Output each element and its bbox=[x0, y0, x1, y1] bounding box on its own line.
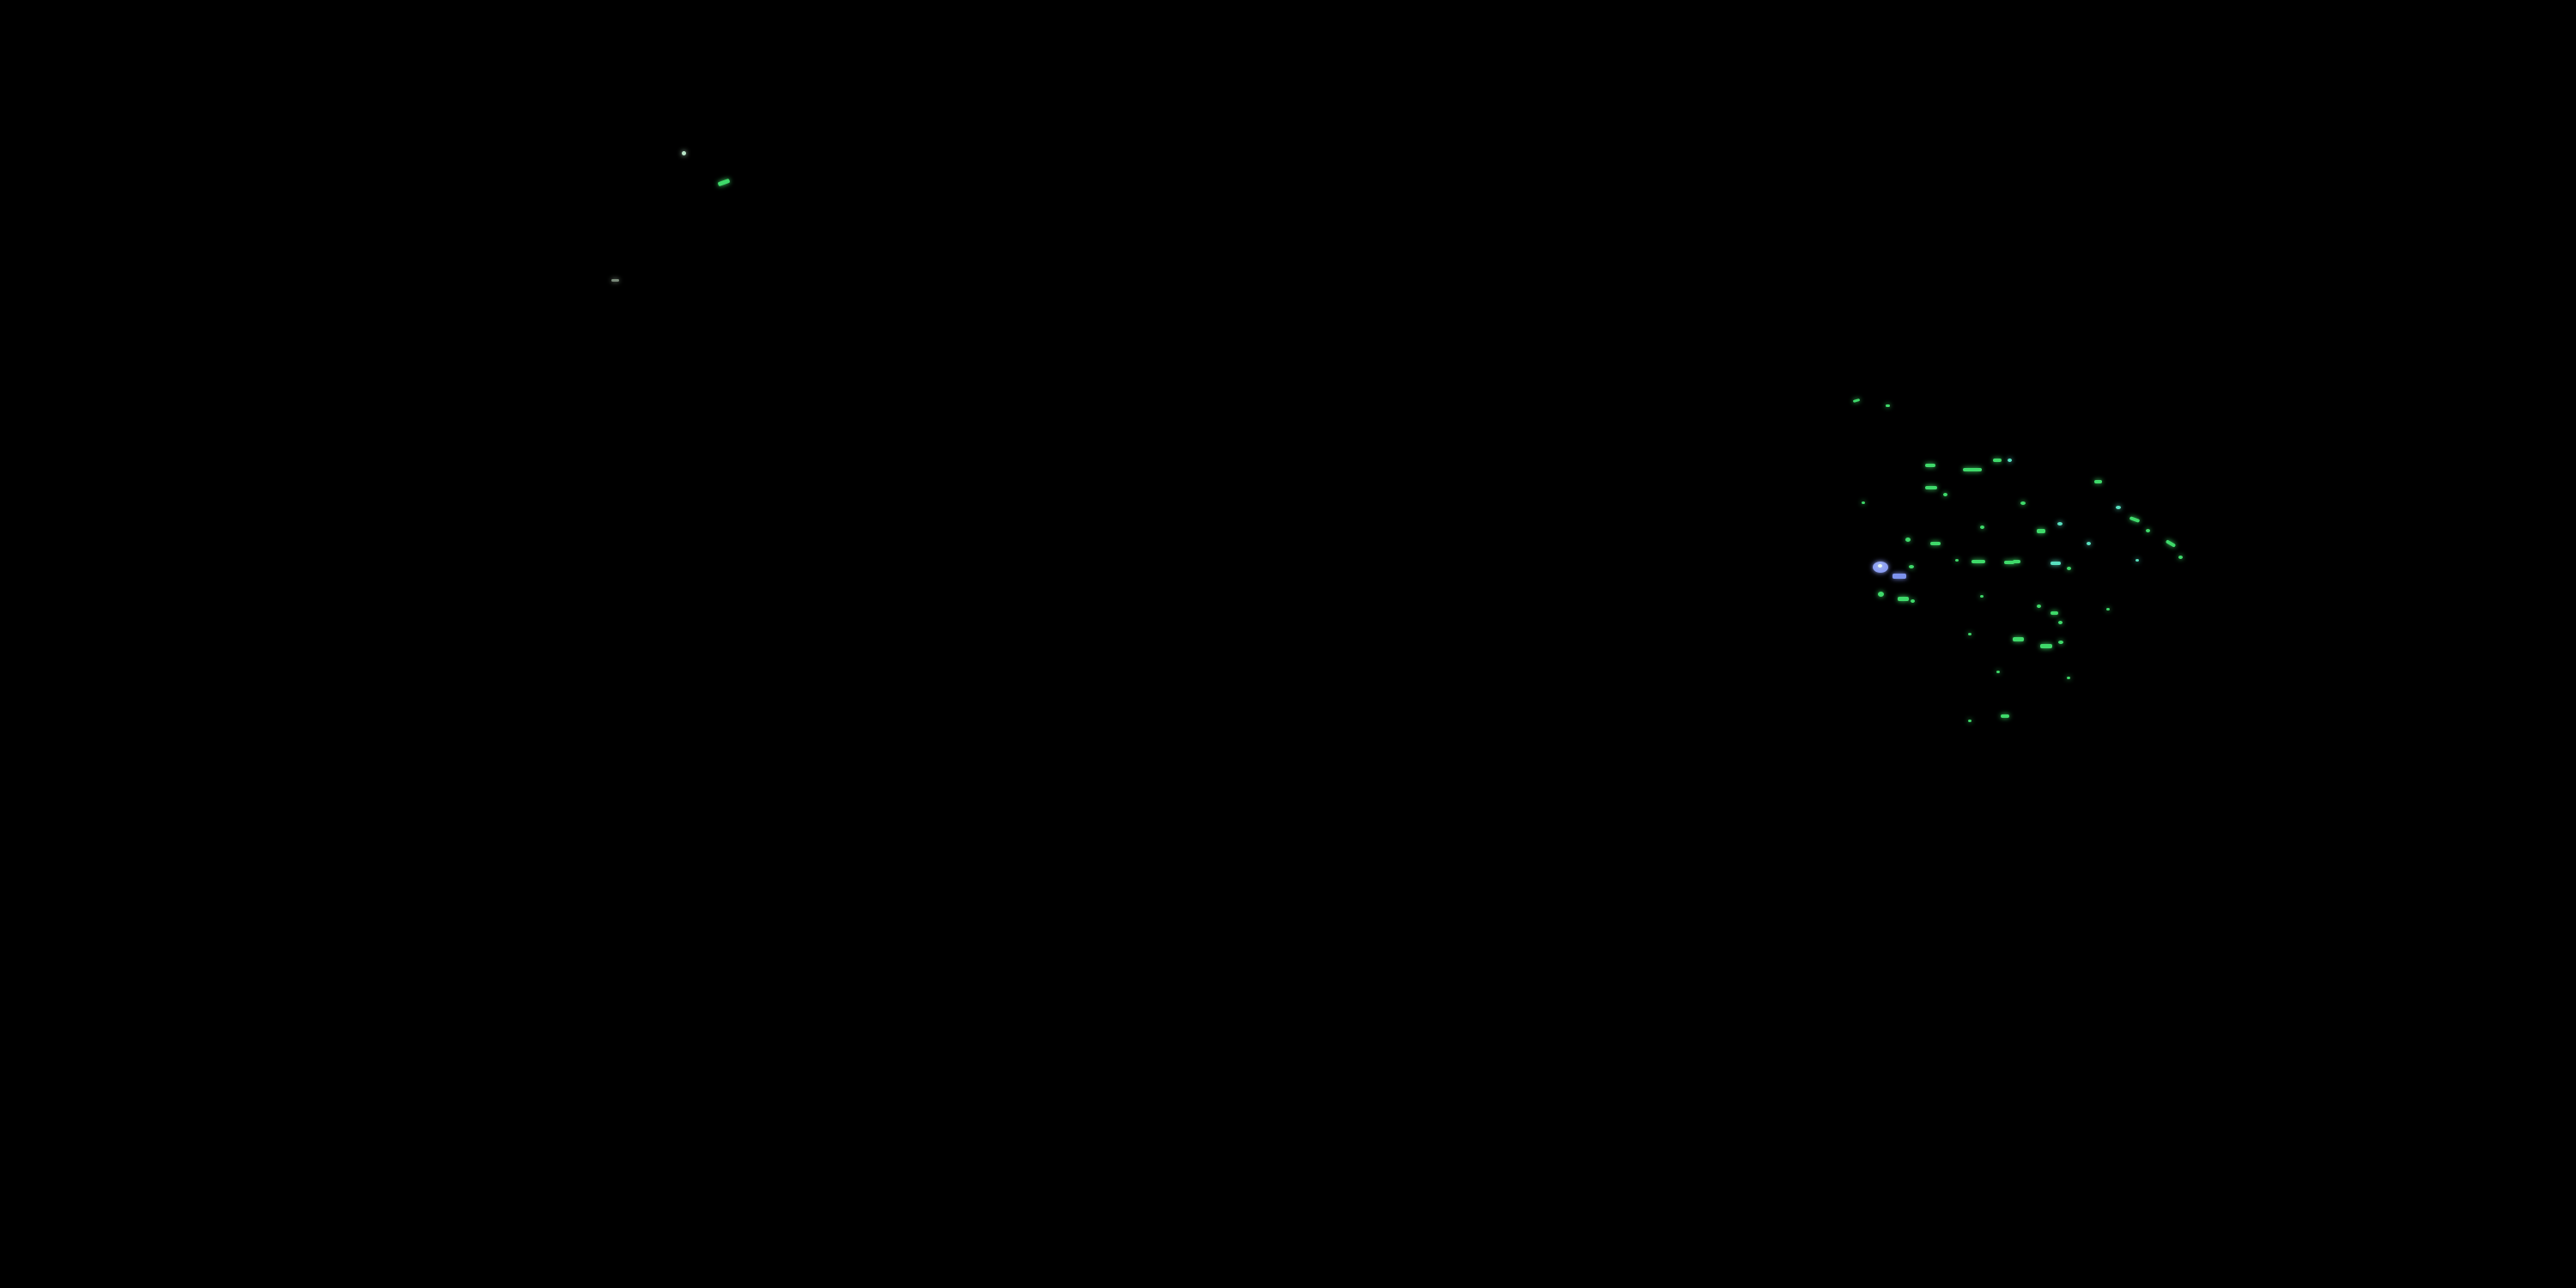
speck bbox=[2136, 558, 2140, 562]
speck bbox=[1992, 458, 2002, 462]
speck bbox=[1878, 591, 1884, 597]
speck bbox=[1909, 565, 1915, 569]
speck bbox=[2037, 529, 2046, 534]
speck bbox=[2050, 562, 2061, 566]
speck bbox=[1897, 596, 1909, 601]
speck bbox=[2129, 515, 2140, 523]
speck bbox=[2145, 529, 2150, 533]
speck bbox=[1943, 493, 1948, 497]
speck bbox=[2004, 561, 2015, 565]
speck bbox=[1905, 537, 1911, 542]
speck bbox=[1968, 720, 1971, 723]
speck bbox=[2086, 542, 2091, 546]
speck bbox=[1971, 560, 1985, 564]
speck bbox=[2050, 611, 2058, 615]
speck bbox=[1893, 573, 1907, 579]
speck bbox=[2066, 677, 2070, 680]
speck bbox=[2105, 607, 2110, 611]
speck bbox=[2007, 458, 2012, 462]
speck bbox=[2037, 605, 2042, 609]
speck bbox=[2165, 539, 2176, 549]
speck bbox=[2001, 714, 2010, 719]
speck bbox=[2012, 637, 2024, 642]
speck bbox=[1954, 558, 1959, 562]
speck bbox=[2040, 644, 2053, 648]
speck bbox=[611, 279, 619, 283]
speck bbox=[1979, 526, 1984, 530]
speck bbox=[682, 150, 687, 155]
speck bbox=[2066, 567, 2071, 571]
speck bbox=[1996, 670, 2000, 673]
speck bbox=[2094, 479, 2103, 483]
speck bbox=[2116, 506, 2122, 510]
speck bbox=[1979, 594, 1984, 598]
speck bbox=[1930, 542, 1941, 546]
speck bbox=[1861, 501, 1865, 504]
speck bbox=[2058, 641, 2064, 645]
speck bbox=[2012, 560, 2020, 564]
speck bbox=[1925, 486, 1938, 490]
speck bbox=[2178, 555, 2184, 559]
speck bbox=[717, 179, 731, 187]
speck bbox=[2020, 501, 2026, 505]
speck bbox=[2057, 522, 2063, 526]
speck bbox=[1878, 564, 1882, 568]
speck bbox=[1925, 463, 1936, 467]
speck bbox=[1852, 398, 1861, 403]
speck bbox=[2058, 621, 2063, 625]
speck bbox=[1968, 632, 1971, 635]
speck bbox=[1911, 599, 1916, 604]
speck bbox=[1963, 468, 1983, 472]
speck bbox=[1886, 404, 1891, 407]
